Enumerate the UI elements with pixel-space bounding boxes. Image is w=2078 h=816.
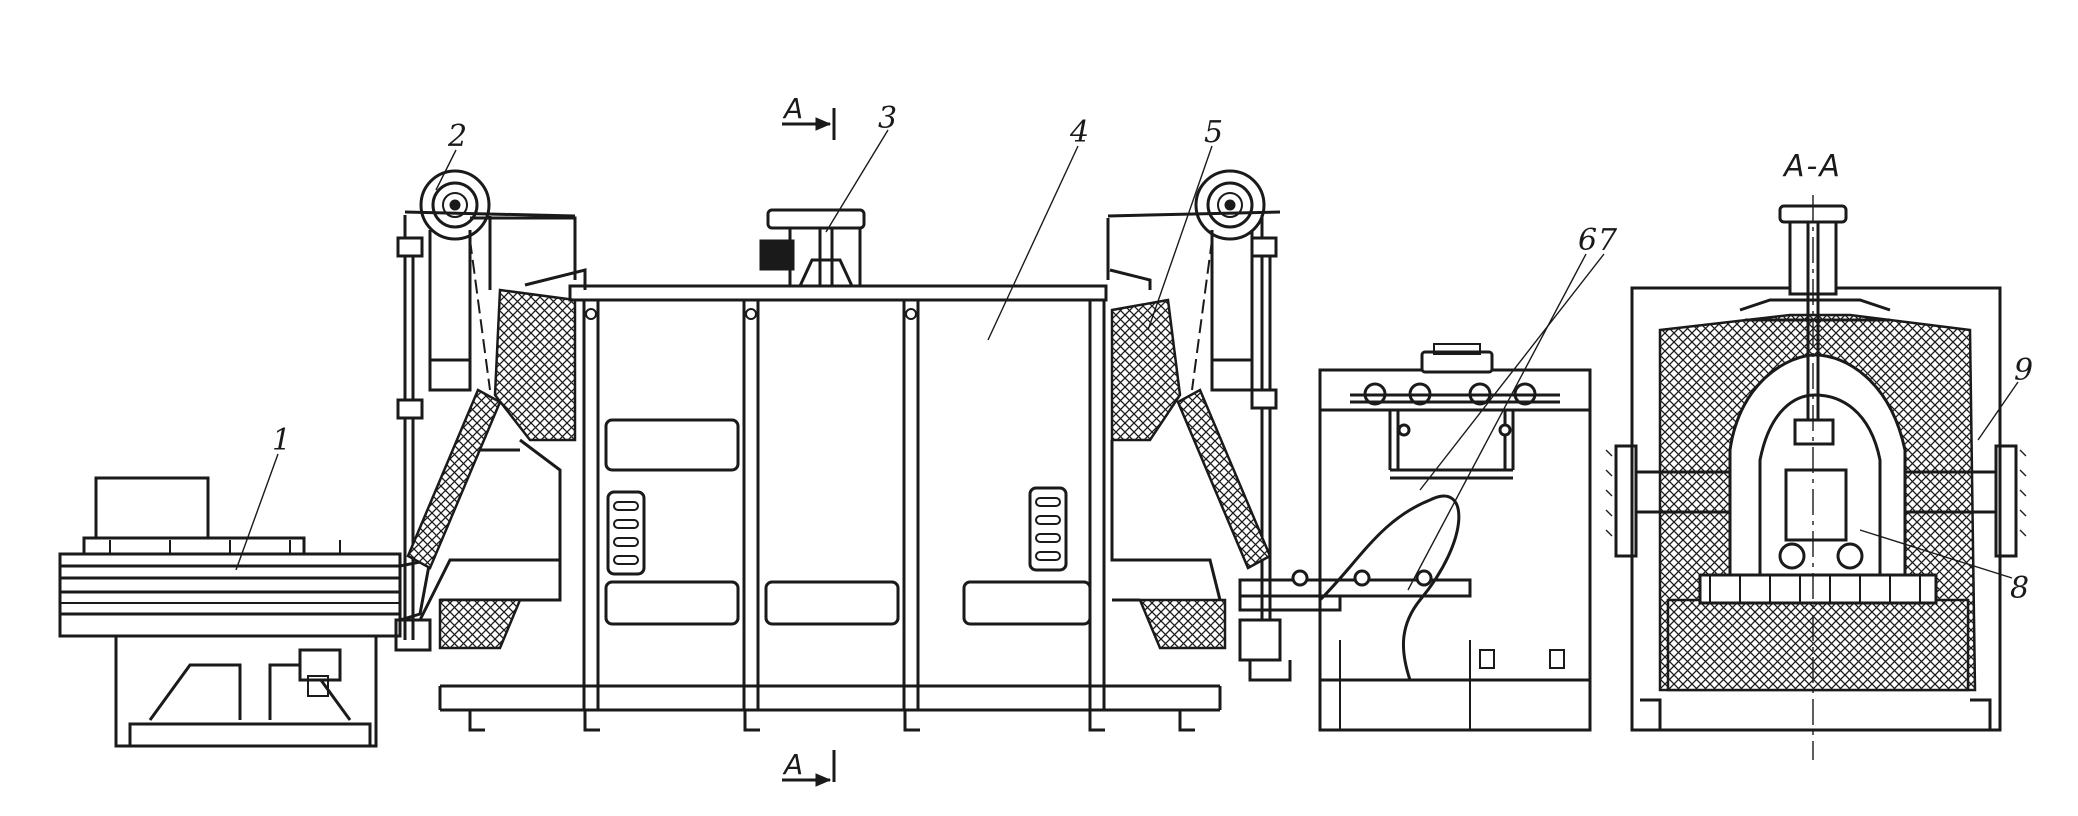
callout-1: 1 (272, 423, 291, 458)
section-title: A-A (1782, 149, 1842, 184)
loading-conveyor (58, 476, 432, 748)
conveyor-rollers (109, 540, 341, 554)
door-insulation-right (1176, 388, 1272, 570)
section-marker-top-label: A (782, 92, 803, 125)
door-insulation-left (406, 388, 502, 570)
callout-numbers: 1 2 3 4 5 6 7 8 9 (272, 101, 2033, 606)
body-columns (582, 298, 1106, 712)
manifold-pipes (1350, 382, 1560, 480)
section-marker-bottom-label: A (782, 748, 803, 781)
furnace-feet (468, 710, 1195, 732)
cross-section-a-a (1605, 195, 2027, 760)
circulation-fan (759, 208, 866, 288)
callout-7: 7 (1598, 223, 1618, 258)
burner-panels (604, 418, 1092, 626)
callout-leaders (235, 129, 2019, 591)
callout-5: 5 (1204, 115, 1223, 150)
left-door-hoist (396, 169, 587, 650)
section-marker-top: A (782, 92, 836, 140)
quench-section (1238, 343, 1592, 732)
side-burners (1605, 444, 2027, 558)
right-door-hoist (1106, 169, 1292, 682)
section-marker-bottom: A (782, 748, 836, 787)
callout-4: 4 (1069, 115, 1089, 150)
callout-2: 2 (447, 119, 467, 154)
furnace-body (438, 208, 1222, 732)
callout-9: 9 (2014, 353, 2033, 388)
callout-8: 8 (2010, 571, 2029, 606)
callout-6: 6 (1578, 223, 1597, 258)
callout-3: 3 (878, 101, 897, 136)
